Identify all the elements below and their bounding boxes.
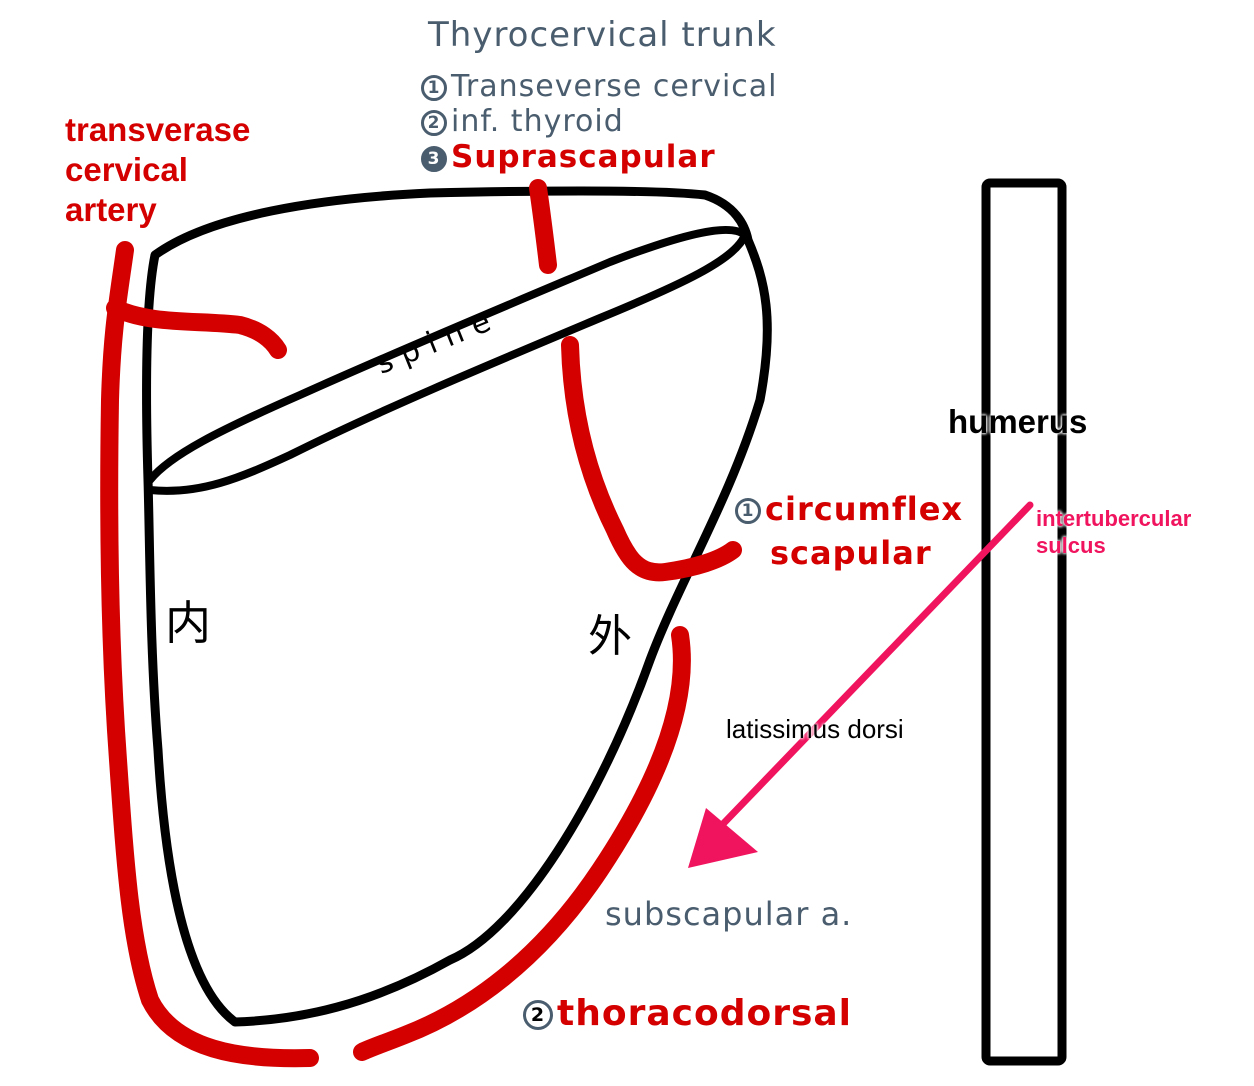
transverse-cervical-artery-label-3: artery [65,191,157,228]
humerus-bar [981,178,1067,1066]
circumflex-text: circumflex [765,490,964,528]
circumflex-scapular-artery [561,336,742,582]
thoracodorsal-text: thoracodorsal [557,993,853,1034]
latissimus-arrow-head [688,808,758,868]
latissimus-dorsi-label: latissimus dorsi [726,714,904,744]
suprascapular-artery [529,179,557,274]
scapular-spine [146,226,749,495]
scapula-outline [141,186,772,1027]
latissimus-arrow-shaft [718,501,1034,829]
circumflex-number-badge: 1 [735,498,761,524]
intertubercular-sulcus-label-1: intertubercular [1036,506,1192,531]
intertubercular-sulcus-label-2: sulcus [1036,533,1106,558]
lateral-label: 外 [588,611,632,662]
number-1-badge: 1 [421,74,447,101]
thyrocervical-trunk-label: Thyrocervical trunk [428,15,777,55]
number-3-badge: 3 [421,145,447,172]
transverse-cervical-artery [100,241,319,1068]
transverse-cervical-artery-label-1: transverase [65,111,251,148]
subscapular-artery-label: subscapular a. [605,895,853,933]
circumflex-scapular-label-2: scapular [770,534,932,572]
thoracodorsal-artery [353,626,691,1061]
inf-thyroid-text: inf. thyroid [451,104,624,139]
thoracodorsal-number-badge: 2 [523,1000,553,1030]
medial-label: 内 [165,596,211,650]
suprascapular-text: Suprascapular [451,139,716,175]
transverse-cervical-text: Transeverse cervical [451,69,778,104]
number-2-badge: 2 [421,109,447,136]
transverse-cervical-artery-label-2: cervical [65,151,188,188]
transverse-cervical-branch [106,299,287,359]
humerus-label: humerus [948,403,1088,440]
